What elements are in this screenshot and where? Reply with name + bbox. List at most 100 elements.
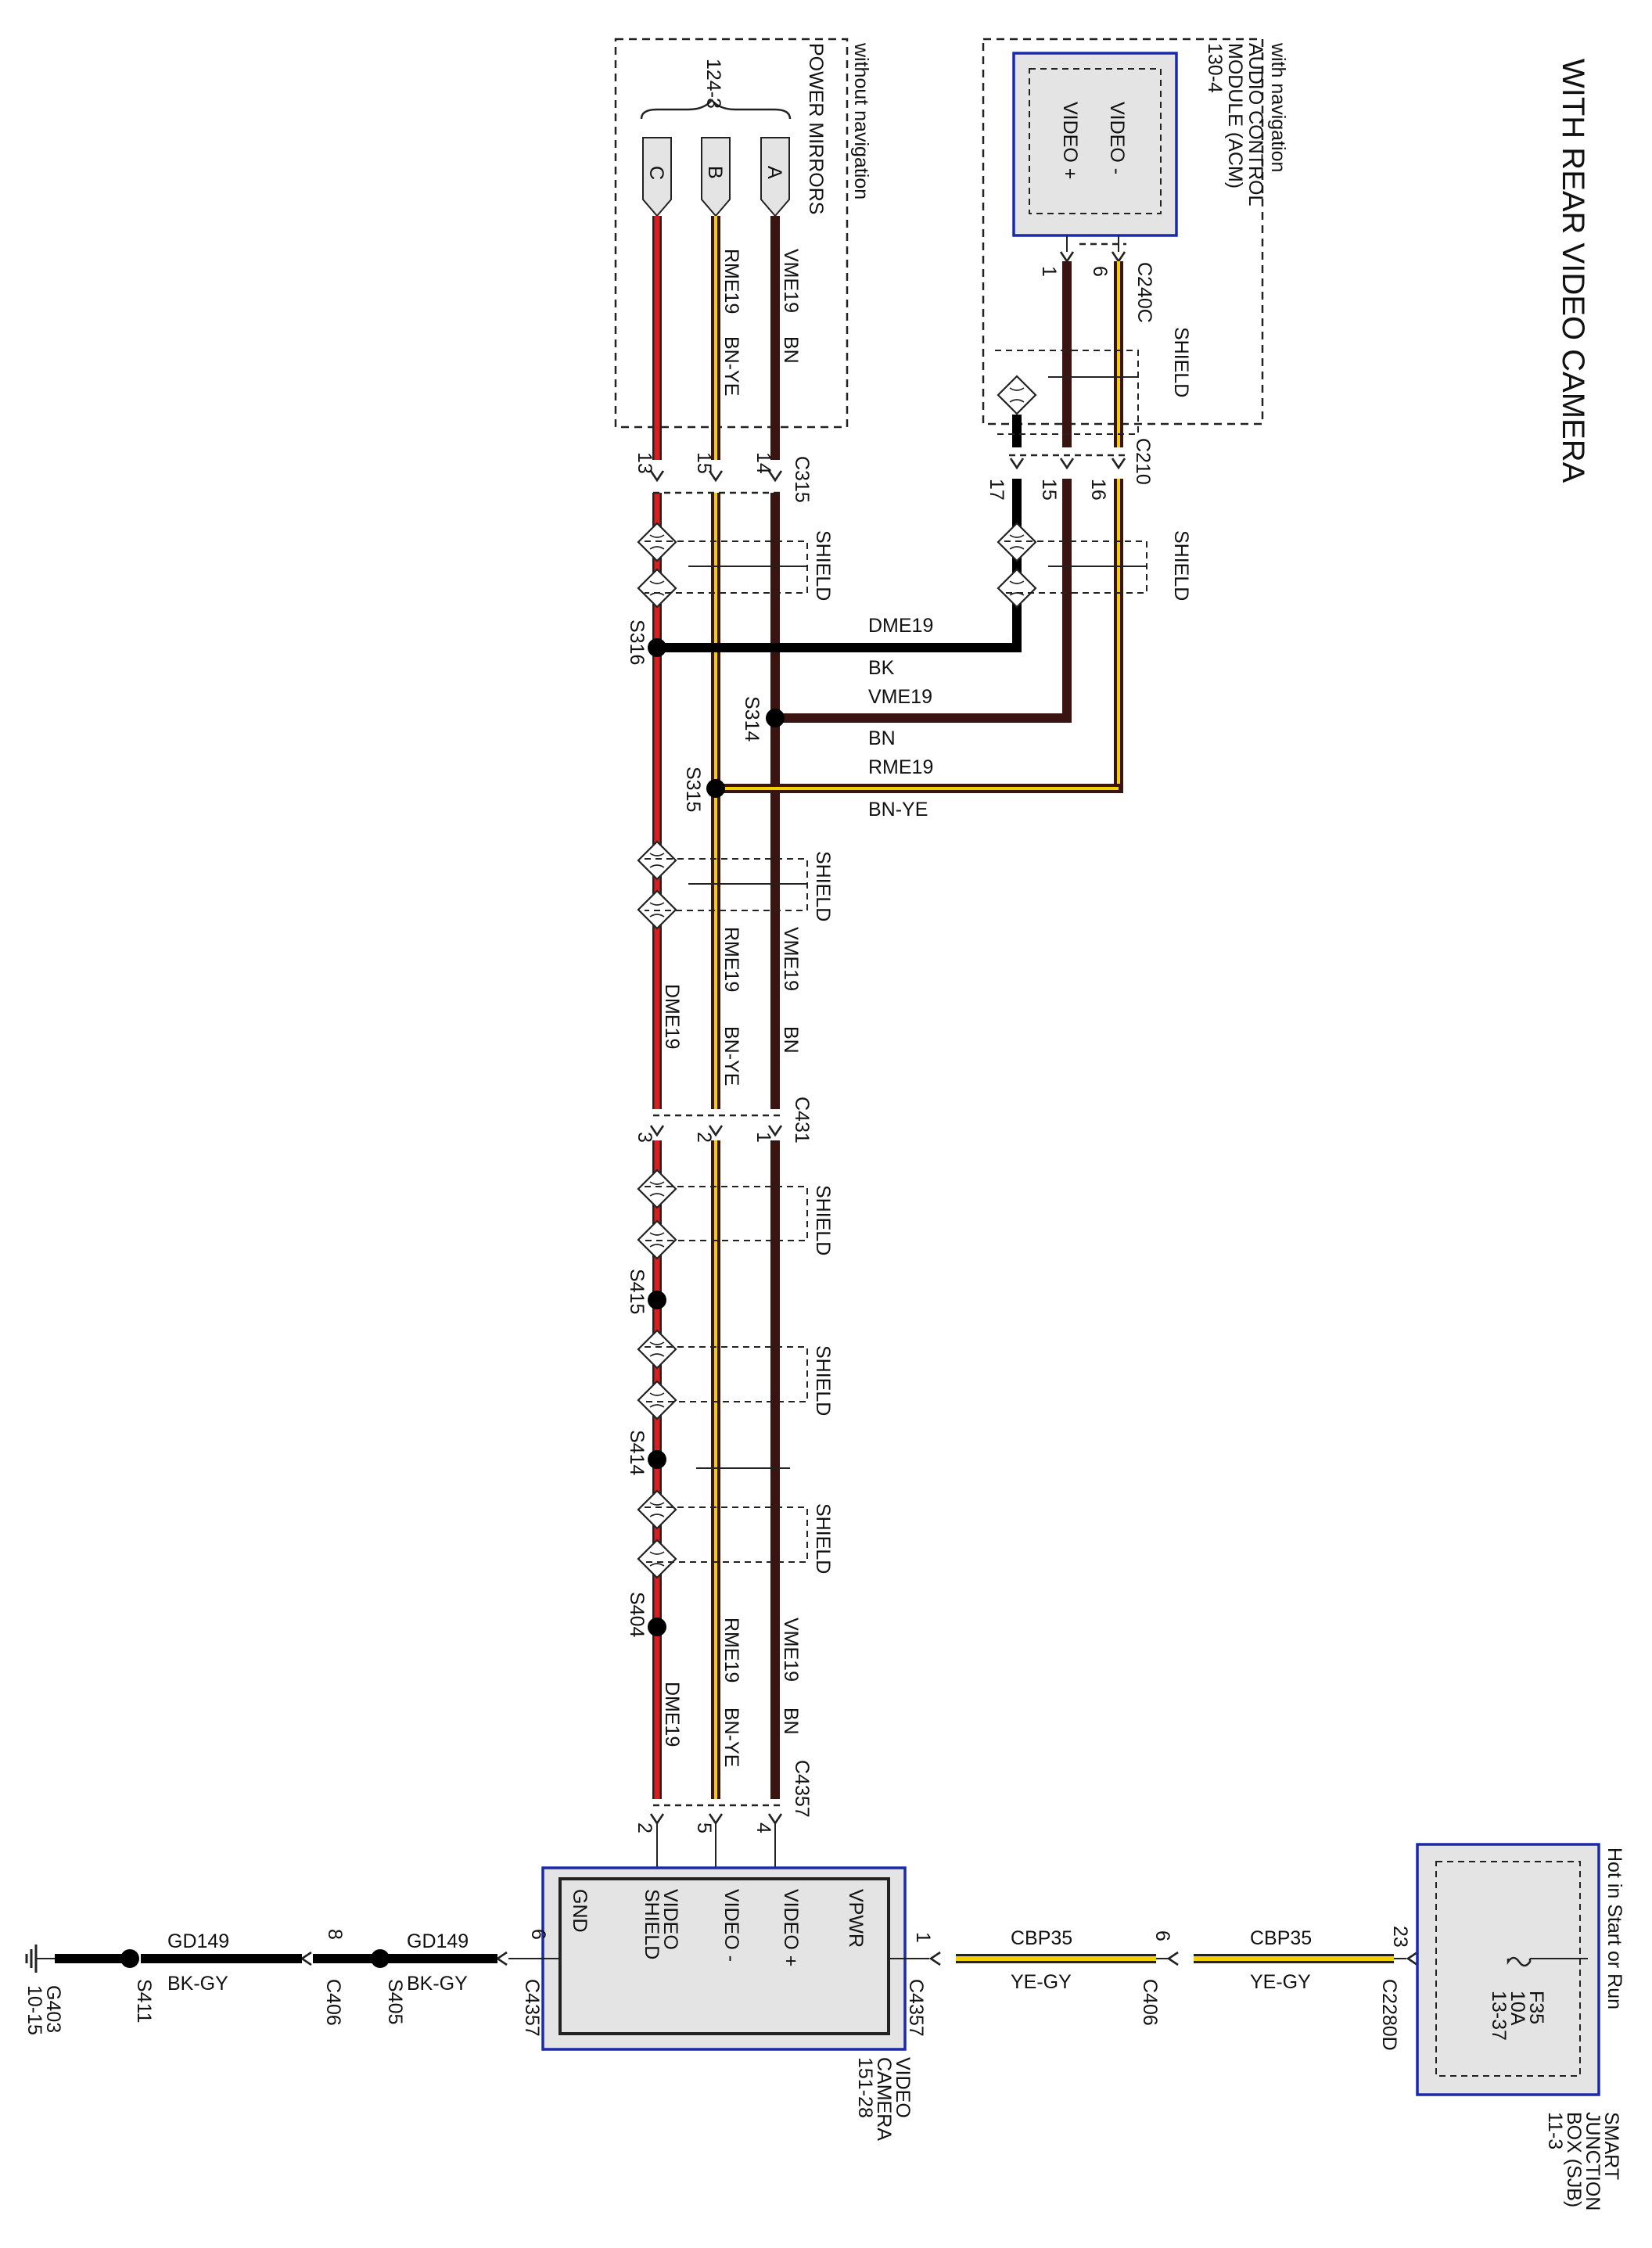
- mid-vme-color: BN: [780, 1026, 802, 1054]
- mirrors-pin-a: A: [763, 166, 785, 179]
- hot-label: Hot in Start or Run: [1604, 1848, 1625, 2009]
- lower-dme-circuit: DME19: [661, 1682, 683, 1747]
- mid-rme-color: BN-YE: [720, 1026, 742, 1086]
- gnd-circuit1: GD149: [167, 1930, 229, 1952]
- splice-s404: S404: [626, 1592, 648, 1637]
- gnd-circuit2: GD149: [407, 1930, 469, 1952]
- c315-pin14: 14: [752, 452, 774, 474]
- c240c-pin6: 6: [1089, 266, 1111, 277]
- mirrors-name: POWER MIRRORS: [805, 43, 827, 214]
- cross-dme-color: BK: [868, 657, 895, 679]
- splice-s414: S414: [626, 1430, 648, 1475]
- lower-vme-circuit: VME19: [780, 1618, 802, 1682]
- lower-rme-color: BN-YE: [720, 1708, 742, 1767]
- c431-pin3: 3: [634, 1132, 655, 1143]
- cross-vme-color: BN: [868, 727, 896, 749]
- c315-label: C315: [791, 456, 813, 503]
- c210-pin16: 16: [1087, 479, 1109, 501]
- mirrors-wire2-color: BN-YE: [720, 336, 742, 396]
- splice-s405: S405: [384, 1979, 406, 2024]
- fuse-rating: 10A: [1507, 1991, 1528, 2026]
- c240c-pin1: 1: [1038, 266, 1060, 277]
- c315-pin13: 13: [634, 452, 655, 474]
- c4357-top-connector: C4357 4 5 2: [634, 1760, 813, 1879]
- c210-pin17: 17: [986, 479, 1007, 501]
- camera-name1: VIDEO: [892, 2057, 914, 2118]
- sjb-ref: 11-3: [1544, 2112, 1566, 2149]
- lower-shield1-label: SHIELD: [812, 1185, 834, 1255]
- gnd-c4357-pin: 6: [527, 1929, 549, 1940]
- power-mirrors-module: C B A without navigation POWER MIRRORS 1…: [614, 38, 872, 429]
- mid-rme-circuit: RME19: [720, 927, 742, 992]
- c210-connector: C210 16 15 17: [986, 438, 1154, 501]
- pwr-c4357-pin: 1: [912, 1932, 934, 1943]
- pwr-c406-label: C406: [1139, 1979, 1161, 2026]
- cross-rme-color: BN-YE: [868, 799, 928, 821]
- fuse-label: F35: [1525, 1991, 1547, 2024]
- c315-connector: C315 14 15 13: [634, 452, 813, 503]
- lower-vme-color: BN: [780, 1708, 802, 1735]
- acm-wires: C240C 6 1 SHIELD: [995, 235, 1192, 447]
- camera-pin-video-minus: VIDEO -: [720, 1889, 742, 1962]
- mid-vme-circuit: VME19: [780, 927, 802, 991]
- c4357-pin2: 2: [634, 1822, 655, 1833]
- splice-s315: S315: [682, 767, 704, 812]
- diagram-title: WITH REAR VIDEO CAMERA: [1556, 59, 1590, 483]
- mid-shield-label: SHIELD: [812, 851, 834, 921]
- lower-shields: SHIELD S415 SHIELD S414 SHIELD S404 VME1…: [626, 1169, 834, 1767]
- gnd-color2: BK-GY: [407, 1973, 468, 1995]
- mid-shield: SHIELD VME19 BN RME19 BN-YE DME19: [637, 840, 834, 1086]
- cross-rme-circuit: RME19: [868, 756, 933, 778]
- ground-g403: G403: [42, 1985, 64, 2033]
- ground-circuit: C4357 6 C406 8 S405 S411 GD149 BK-GY GD1…: [23, 1929, 560, 2037]
- c210-label: C210: [1132, 438, 1154, 485]
- pwr-color2: YE-GY: [1250, 1971, 1311, 1993]
- c210-pin15: 15: [1038, 479, 1060, 501]
- camera-pin-vpwr: VPWR: [845, 1889, 867, 1948]
- gnd-c406-label: C406: [322, 1979, 344, 2026]
- mirrors-ref: 124-3: [702, 59, 724, 109]
- sjb-name1: SMART: [1600, 2112, 1622, 2180]
- c315-shields: SHIELD: [637, 522, 834, 609]
- c315-pin15: 15: [693, 452, 715, 474]
- pwr-circuit2: CBP35: [1250, 1927, 1312, 1949]
- power-feed: C4357 1 C406 6 C2280D 23 CBP35 YE-GY CBP…: [889, 1926, 1508, 2051]
- mirrors-wire2-circuit: RME19: [720, 249, 742, 314]
- pwr-c406-pin: 6: [1151, 1930, 1173, 1941]
- c240c-label: C240C: [1133, 262, 1155, 323]
- lower-shield3-label: SHIELD: [812, 1503, 834, 1574]
- camera-pin-shield1: VIDEO: [659, 1889, 681, 1950]
- c4357-pin5: 5: [693, 1822, 715, 1833]
- mirrors-option-label: without navigation: [850, 42, 872, 199]
- mirrors-wire1-color: BN: [780, 336, 802, 364]
- pwr-color1: YE-GY: [1011, 1971, 1072, 1993]
- pwr-c4357-label: C4357: [905, 1979, 927, 2037]
- splice-s411: S411: [133, 1979, 155, 2024]
- video-camera-module: VPWR VIDEO + VIDEO - VIDEO SHIELD GND VI…: [541, 1866, 914, 2141]
- acm-shield-label: SHIELD: [1170, 327, 1192, 397]
- splice-s314: S314: [741, 696, 763, 742]
- c315-shield-label: SHIELD: [812, 530, 834, 601]
- splice-s415: S415: [626, 1269, 648, 1314]
- gnd-color1: BK-GY: [167, 1973, 228, 1995]
- sjb-name2: JUNCTION: [1582, 2112, 1604, 2210]
- acm-pin-video-plus: VIDEO +: [1059, 102, 1081, 179]
- acm-name-line2: MODULE (ACM): [1224, 43, 1246, 189]
- pwr-c2280d-pin: 23: [1389, 1926, 1411, 1948]
- mirrors-pin-c: C: [645, 166, 667, 180]
- gnd-c4357-label: C4357: [521, 1979, 543, 2037]
- c210-shield-label: SHIELD: [1170, 530, 1192, 601]
- acm-option-label: with navigation: [1267, 42, 1289, 172]
- camera-pin-shield2: SHIELD: [641, 1889, 663, 1959]
- camera-pin-gnd: GND: [569, 1889, 591, 1933]
- sjb-name3: BOX (SJB): [1563, 2112, 1585, 2207]
- c4357-top-label: C4357: [791, 1760, 813, 1818]
- lower-rme-circuit: RME19: [720, 1618, 742, 1682]
- acm-name-line1: AUDIO CONTROL: [1244, 43, 1266, 206]
- camera-name2: CAMERA: [873, 2057, 895, 2141]
- pwr-c2280d-label: C2280D: [1378, 1979, 1400, 2051]
- lower-shield2-label: SHIELD: [812, 1345, 834, 1416]
- mirrors-pin-b: B: [704, 166, 726, 179]
- cross-dme-circuit: DME19: [868, 615, 933, 637]
- fuse-ref: 13-37: [1488, 1991, 1510, 2041]
